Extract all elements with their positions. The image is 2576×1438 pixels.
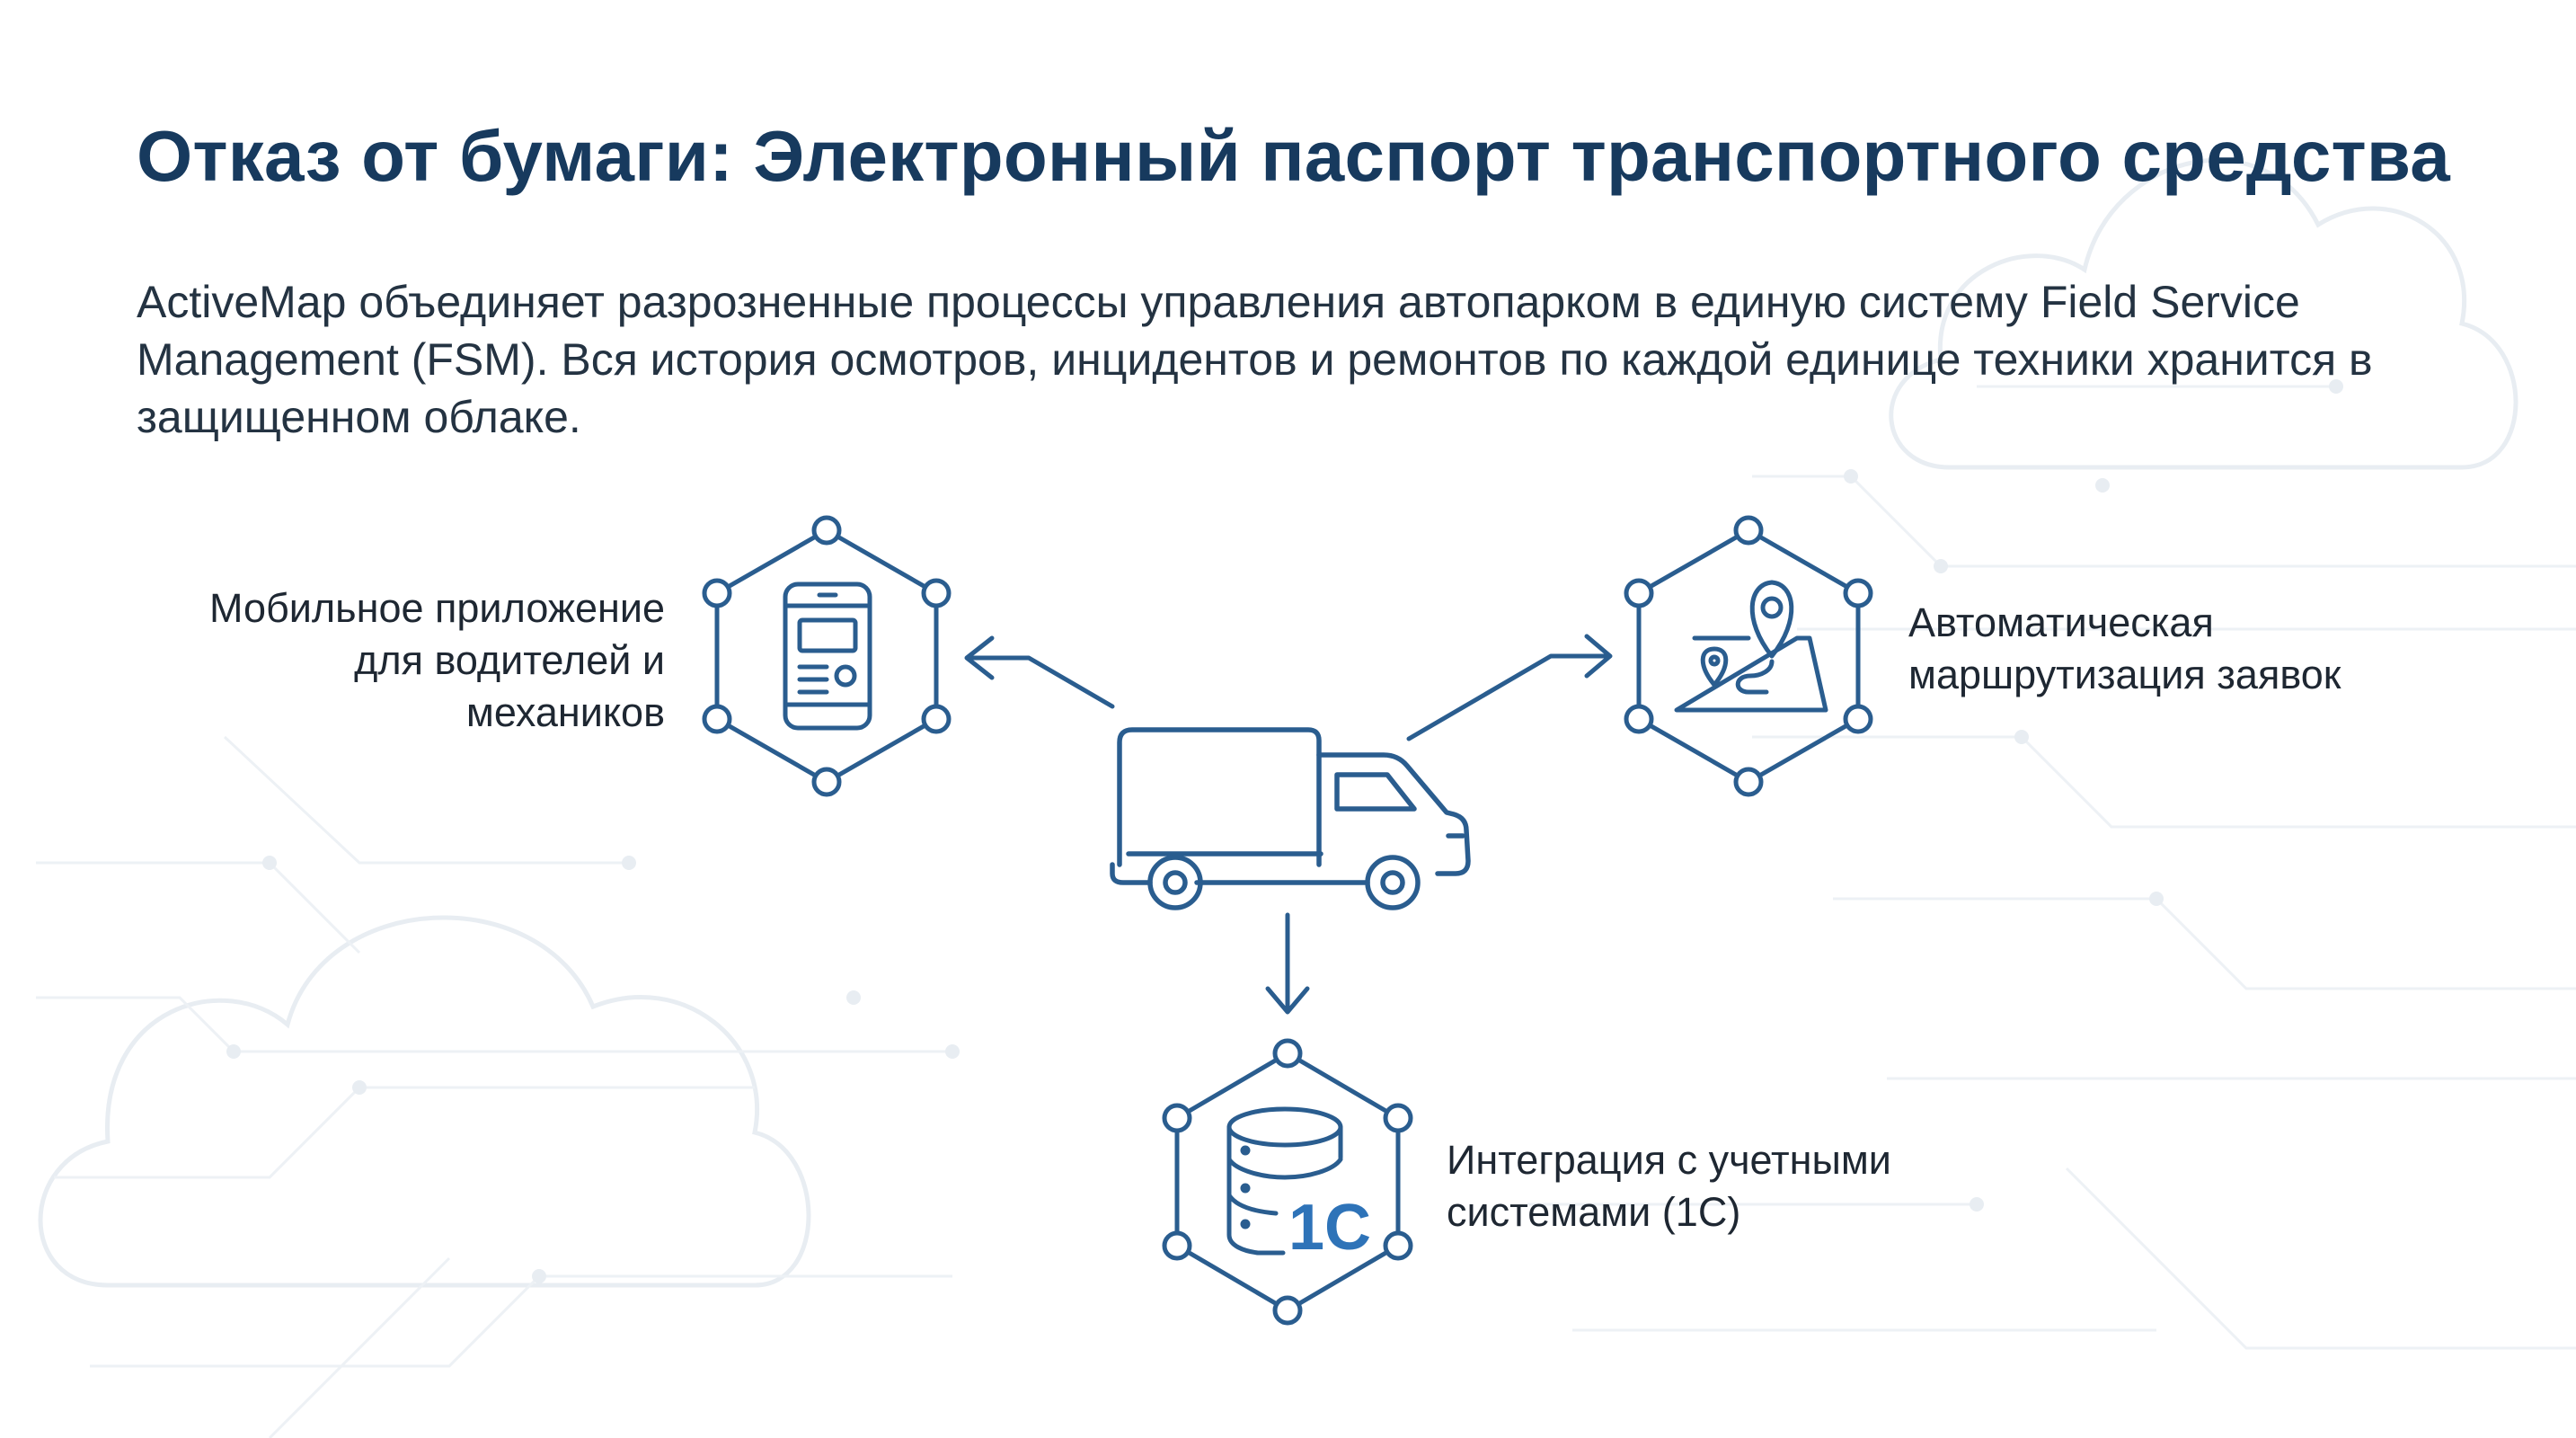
truck-icon xyxy=(1110,727,1471,910)
node-label-integration: Интеграция с учетными системами (1С) xyxy=(1447,1137,1891,1235)
cloud-icon xyxy=(38,915,811,1288)
intro-paragraph: ActiveMap объединяет разрозненные процес… xyxy=(137,277,2373,442)
cloud-icon xyxy=(1889,157,2518,470)
page-title: Отказ от бумаги: Электронный паспорт тра… xyxy=(137,116,2450,196)
connector-arrows xyxy=(964,634,1613,1015)
database-1c-icon xyxy=(1226,1106,1343,1256)
smartphone-icon xyxy=(783,581,872,731)
node-label-mobile: Мобильное приложение для водителей и мех… xyxy=(209,585,665,735)
integration-hexagon xyxy=(1162,1038,1413,1326)
arrow-to-mobile xyxy=(964,635,1115,709)
map-route-icon xyxy=(1674,580,1828,713)
routing-hexagon xyxy=(1624,515,1873,797)
mobile-hexagon xyxy=(702,515,952,797)
1c-icon-label: 1C xyxy=(1288,1192,1371,1264)
node-label-routing: Автоматическая маршрутизация заявок xyxy=(1908,599,2341,697)
arrow-to-integration xyxy=(1265,912,1310,1015)
arrow-to-routing xyxy=(1406,634,1613,741)
